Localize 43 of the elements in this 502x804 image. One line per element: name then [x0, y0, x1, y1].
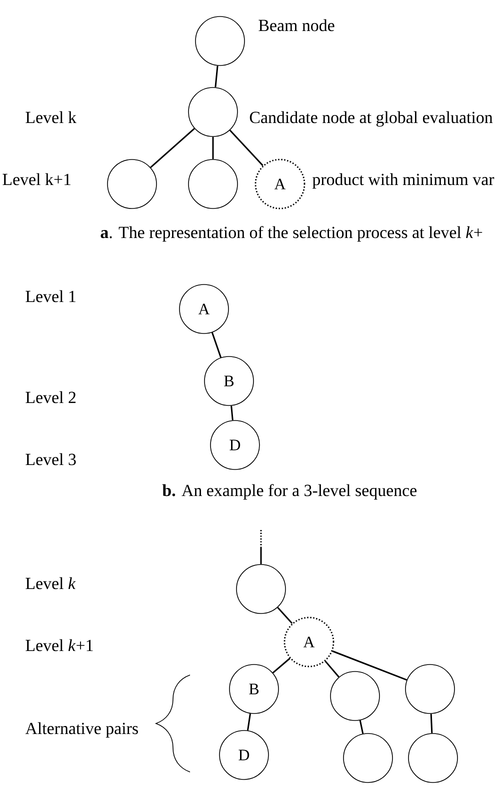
tree-edge [214, 66, 218, 88]
level-label: Level k [26, 111, 76, 124]
tree-edge [150, 128, 195, 168]
tree-edge [212, 136, 214, 160]
tree-edge [229, 130, 264, 166]
node-annotation: Beam node [258, 19, 334, 32]
empty-circle [330, 671, 380, 721]
figure-caption: a. The representation of the selection process at level k+ [100, 226, 482, 242]
node-annotation: Candidate node at global evaluation [250, 111, 493, 127]
node-annotation: product with minimum var [312, 173, 494, 189]
tree-edge [277, 606, 293, 624]
tree-edge [246, 714, 251, 730]
tree-edge [211, 332, 222, 358]
circle-node: D [210, 420, 260, 470]
empty-circle [405, 664, 455, 714]
empty-circle [343, 733, 393, 783]
level-label: Level k+1 [26, 639, 93, 652]
level-label: Level 2 [26, 391, 76, 404]
continuation-line [260, 530, 262, 564]
group-label: Alternative pairs [25, 722, 138, 738]
dotted-circle-node: A [284, 616, 334, 668]
tree-edge [230, 406, 234, 420]
empty-circle [408, 733, 458, 783]
circle-node: B [204, 356, 254, 406]
level-label: Level k+1 [2, 173, 70, 186]
level-label: Level k [26, 577, 76, 590]
circle-node: A [179, 284, 229, 334]
circle-node: D [219, 730, 269, 780]
level-label: Level 3 [26, 453, 76, 466]
dotted-circle-node: A [254, 158, 306, 210]
empty-circle [236, 564, 286, 614]
tree-edge [430, 714, 433, 734]
empty-circle [188, 159, 238, 209]
empty-circle [188, 87, 238, 137]
empty-circle [195, 16, 245, 66]
level-label: Level 1 [26, 290, 76, 302]
tree-edge [272, 658, 290, 674]
empty-circle [107, 159, 157, 209]
tree-edge [324, 660, 340, 678]
tree-edge [359, 720, 364, 734]
tree-edge [332, 650, 408, 681]
figure-caption: b. An example for a 3-level sequence [162, 484, 417, 500]
circle-node: B [229, 664, 279, 714]
